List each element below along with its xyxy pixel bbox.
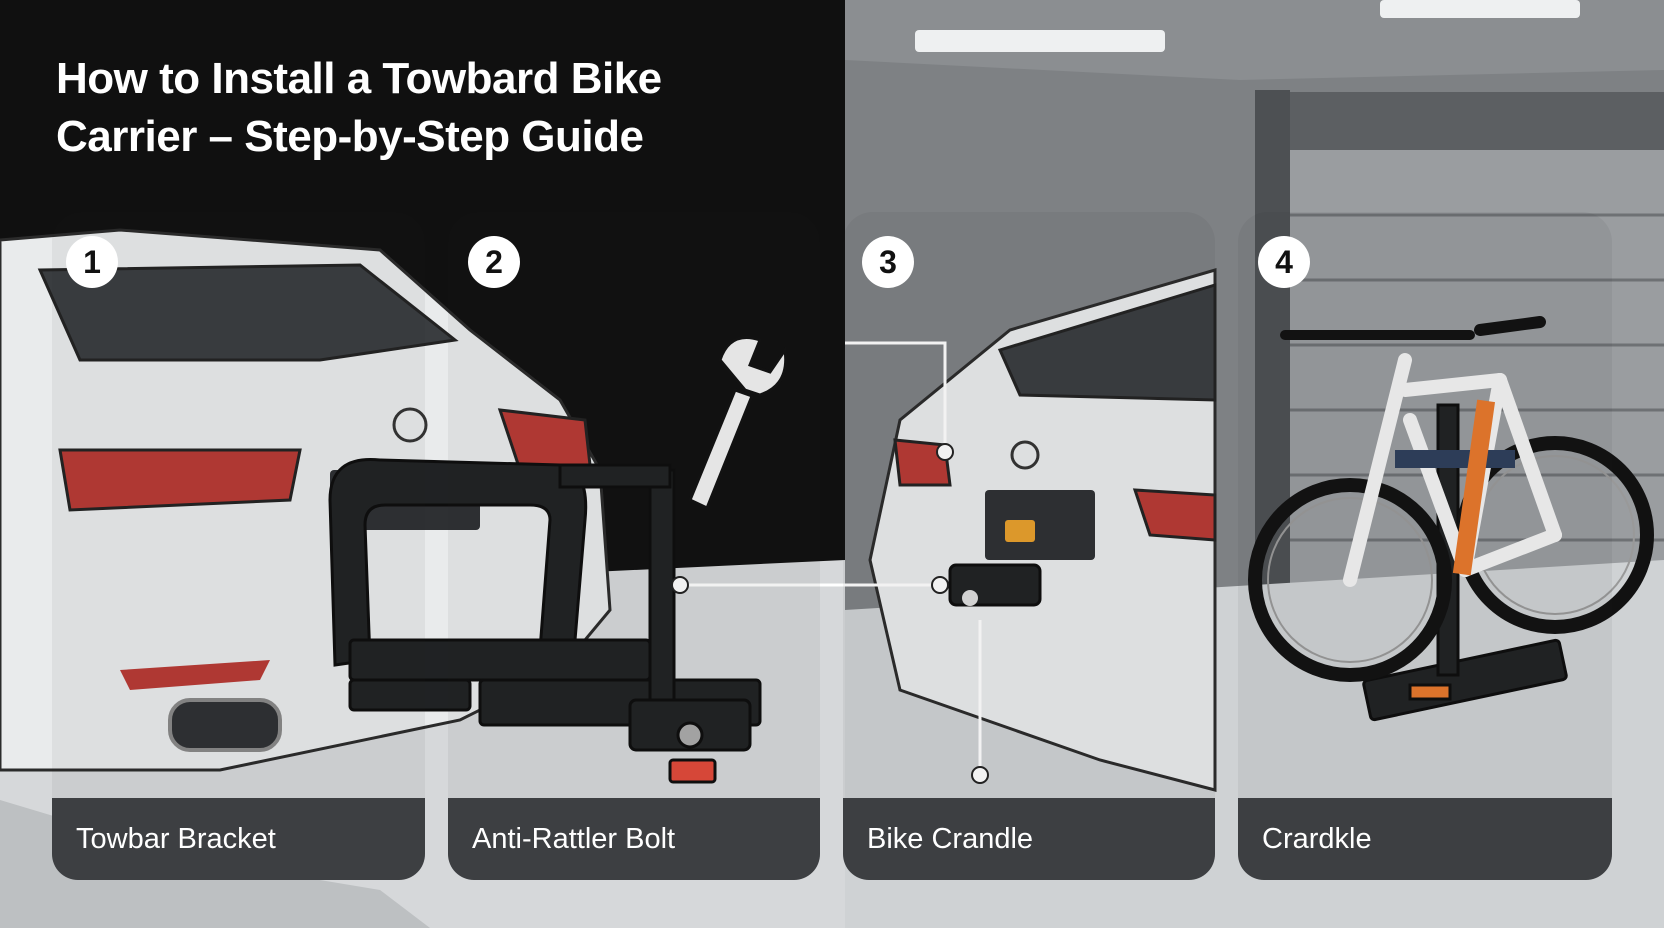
garage-ceiling	[845, 0, 1664, 80]
step-panel-1	[52, 212, 425, 880]
ceiling-light	[915, 30, 1165, 52]
step-panel-3	[843, 212, 1215, 880]
callout-lines	[680, 341, 982, 775]
step-caption: Crardkle	[1238, 798, 1612, 880]
step-number-badge: 2	[468, 236, 520, 288]
step-caption: Bike Crandle	[843, 798, 1215, 880]
page-title: How to Install a Towbard Bike Carrier – …	[56, 50, 816, 166]
step-panel-4	[1238, 212, 1612, 880]
step-number-badge: 1	[66, 236, 118, 288]
car-rear-3	[868, 267, 1217, 792]
ceiling-light-right	[1380, 0, 1580, 18]
title-line-1: How to Install a Towbard Bike	[56, 54, 662, 103]
step-panel-2	[448, 212, 820, 880]
rack-2	[478, 463, 762, 784]
step-number-badge: 4	[1258, 236, 1310, 288]
door-track	[1290, 92, 1664, 150]
bike-illustration	[1248, 316, 1654, 682]
title-line-2: Carrier – Step-by-Step Guide	[56, 112, 644, 161]
callout-dots	[671, 443, 989, 784]
step-caption: Towbar Bracket	[52, 798, 425, 880]
wrench-illustration	[688, 336, 788, 511]
step-number-badge: 3	[862, 236, 914, 288]
step-caption: Anti-Rattler Bolt	[448, 798, 820, 880]
